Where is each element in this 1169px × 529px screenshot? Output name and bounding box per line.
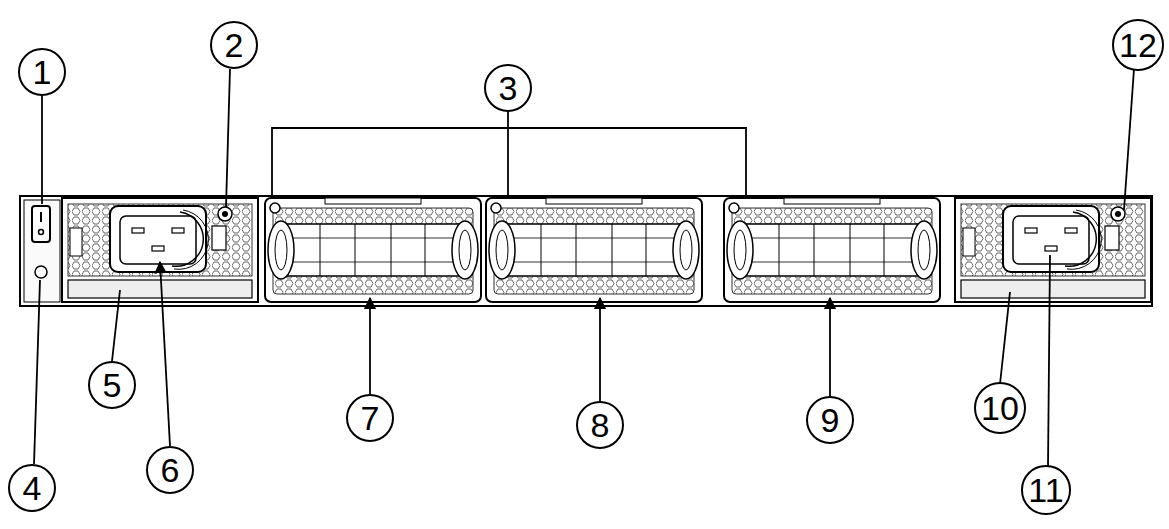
callout-number: 9 [821, 403, 840, 437]
callout-number: 2 [225, 28, 244, 62]
callout-number: 12 [1119, 28, 1157, 62]
callout-number: 3 [499, 71, 518, 105]
callout-circle: 10 [974, 382, 1026, 434]
callout-number: 8 [591, 408, 610, 442]
callout-number: 4 [23, 471, 42, 505]
callout-circle: 11 [1021, 465, 1070, 514]
callout-number: 10 [981, 391, 1019, 425]
callout-number: 11 [1028, 473, 1063, 507]
callout-number: 6 [161, 453, 180, 487]
callout-circle: 8 [576, 401, 624, 449]
callout-circle: 2 [210, 21, 258, 69]
callout-circle: 5 [88, 361, 136, 409]
callout-number: 5 [103, 368, 122, 402]
callout-circle: 7 [346, 394, 394, 442]
callout-circle: 3 [484, 64, 532, 112]
callout-circle: 1 [18, 48, 66, 96]
callout-number: 7 [361, 401, 380, 435]
callout-number: 1 [33, 55, 52, 89]
callout-circle: 4 [8, 464, 56, 512]
callout-circle: 9 [806, 396, 854, 444]
callout-circle: 6 [146, 446, 194, 494]
callout-circle: 12 [1112, 19, 1164, 71]
